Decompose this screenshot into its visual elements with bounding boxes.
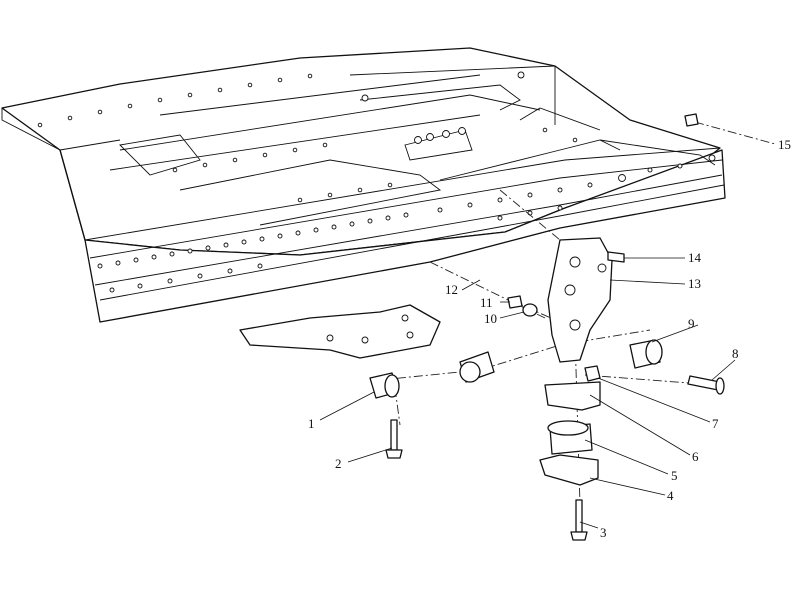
part-8-pin <box>687 375 725 395</box>
callout-label: 11 <box>480 295 493 310</box>
part-1-bushing <box>369 372 400 399</box>
part-7-nut <box>584 365 601 382</box>
chassis-frame <box>1 47 726 323</box>
callout-label: 3 <box>600 525 607 540</box>
callout-label: 15 <box>778 137 791 152</box>
callout-labels: 1 2 3 4 5 6 7 8 9 10 11 12 13 14 15 <box>308 137 791 540</box>
part-5-sleeve <box>547 420 593 455</box>
part-4-lower-clamp <box>539 454 599 486</box>
part-9-bushing <box>629 339 663 369</box>
callout-label: 13 <box>688 276 701 291</box>
callout-label: 10 <box>484 311 497 326</box>
callout-label: 2 <box>335 456 342 471</box>
callout-label: 5 <box>671 468 678 483</box>
frame-hole-pattern <box>37 73 683 293</box>
part-15-nut <box>684 113 699 127</box>
part-14-bolt <box>607 251 625 263</box>
callout-label: 8 <box>732 346 739 361</box>
part-11-nut <box>507 295 523 309</box>
callout-label: 4 <box>667 488 674 503</box>
callout-label: 6 <box>692 449 699 464</box>
part-2-bolt <box>385 419 403 459</box>
callout-label: 7 <box>712 416 719 431</box>
callout-label: 12 <box>445 282 458 297</box>
sleeve-bushing <box>459 351 495 383</box>
callout-label: 1 <box>308 416 315 431</box>
mounting-bracket-plate <box>239 304 441 359</box>
frame-top-plate <box>1 47 721 256</box>
part-10-washer <box>522 303 538 317</box>
callout-label: 14 <box>688 250 702 265</box>
part-3-bolt <box>570 499 588 541</box>
callout-label: 9 <box>688 316 695 331</box>
part-13-main-bracket <box>547 237 613 363</box>
frame-front-web <box>59 149 726 323</box>
callout-leaders <box>319 257 736 529</box>
part-6-upper-clamp <box>544 381 601 411</box>
